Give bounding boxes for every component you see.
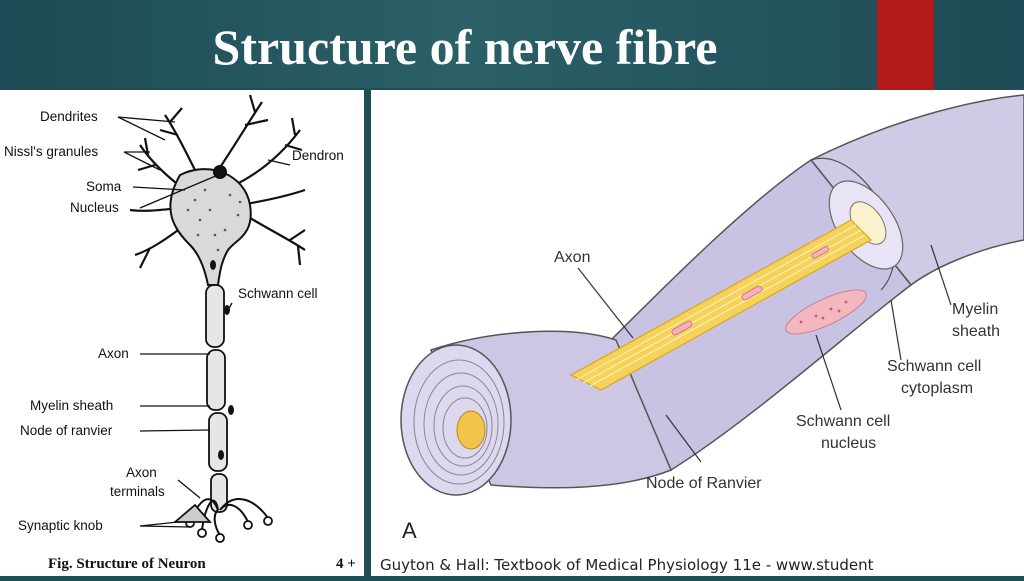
label-node-of-ranvier: Node of ranvier	[20, 423, 113, 438]
axon-shaft	[205, 260, 234, 513]
label-schwann-cell: Schwann cell	[238, 286, 318, 301]
slide-title: Structure of nerve fibre	[212, 19, 718, 75]
page-marker: 4 +	[336, 556, 356, 572]
dendrite-branches	[129, 94, 306, 269]
slide-header: Structure of nerve fibre	[0, 0, 1024, 88]
fibre-figure-panel: Axon Myelin sheath Schwann cell cytoplas…	[371, 90, 1024, 576]
label-nucleus-line1: Schwann cell	[796, 413, 890, 430]
label-node-of-ranvier-right: Node of Ranvier	[646, 475, 762, 492]
neuron-figure-panel: Dendrites Nissl's granules Soma Nucleus …	[0, 90, 364, 576]
label-leaders	[117, 116, 291, 528]
label-nucleus-line2: nucleus	[821, 435, 876, 452]
figure-letter: A	[402, 518, 417, 543]
label-myelin-sheath: Myelin sheath	[30, 398, 113, 413]
fibre-label-leaders	[577, 244, 952, 463]
label-myelin-line2: sheath	[952, 323, 1000, 340]
source-credit: Guyton & Hall: Textbook of Medical Physi…	[380, 556, 874, 574]
accent-tab	[877, 0, 934, 90]
neuron-caption: Fig. Structure of Neuron	[48, 556, 206, 572]
fibre-labels: Axon Myelin sheath Schwann cell cytoplas…	[554, 249, 1000, 492]
near-end-face	[400, 344, 512, 496]
label-cytoplasm-line1: Schwann cell	[887, 358, 981, 375]
label-axon: Axon	[98, 346, 129, 361]
label-myelin-line1: Myelin	[952, 301, 998, 318]
label-nucleus: Nucleus	[70, 200, 119, 215]
myelin-rings	[413, 359, 505, 485]
label-axon-right: Axon	[554, 249, 590, 266]
label-dendrites: Dendrites	[40, 109, 98, 124]
label-cytoplasm-line2: cytoplasm	[901, 380, 973, 397]
neuron-diagram: Dendrites Nissl's granules Soma Nucleus …	[4, 94, 344, 543]
label-nissl-granules: Nissl's granules	[4, 144, 98, 159]
label-synaptic-knob: Synaptic knob	[18, 518, 103, 533]
label-axon-terminals-2: terminals	[110, 484, 165, 499]
axon-core-near	[456, 410, 486, 450]
mitochondria	[671, 246, 830, 336]
label-axon-terminals-1: Axon	[126, 465, 157, 480]
soma-shape	[169, 168, 252, 286]
label-soma: Soma	[86, 179, 122, 194]
label-dendron: Dendron	[292, 148, 344, 163]
synaptic-knobs	[172, 503, 273, 543]
nucleus-speckles	[799, 300, 848, 324]
myelinated-fibre-diagram: Axon Myelin sheath Schwann cell cytoplas…	[400, 94, 1024, 496]
nissl-granules	[186, 188, 242, 252]
neuron-labels: Dendrites Nissl's granules Soma Nucleus …	[4, 109, 344, 533]
